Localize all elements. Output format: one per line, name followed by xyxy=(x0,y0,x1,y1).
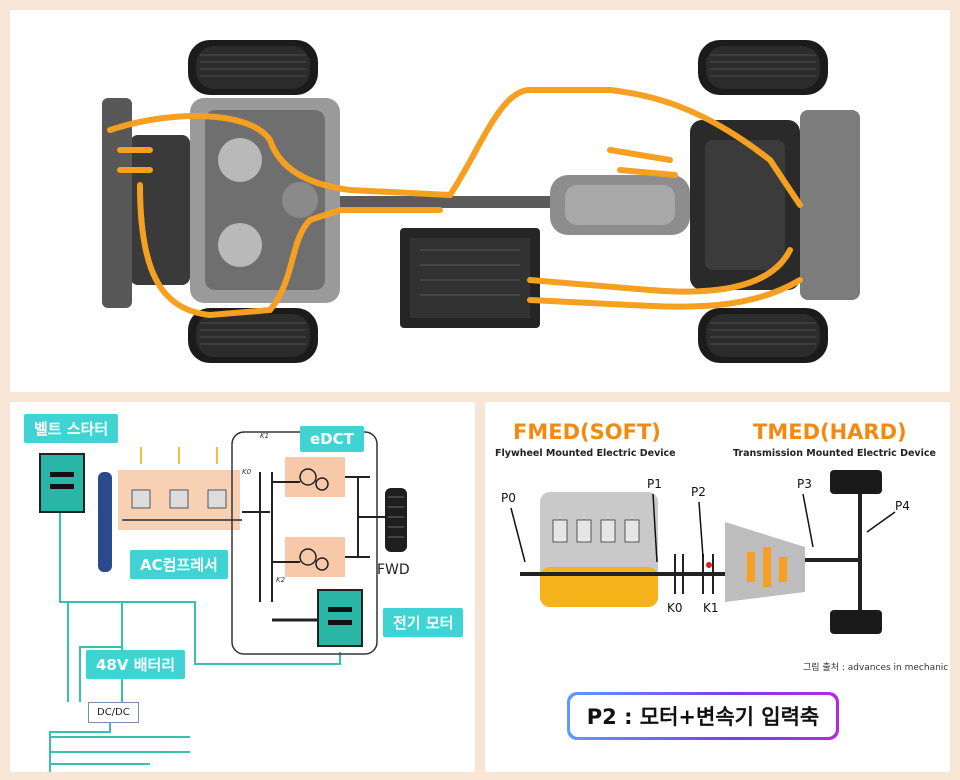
powertrain-position-diagram: P0 P1 P2 P3 P4 K0 K1 xyxy=(501,470,910,634)
p2-marker xyxy=(706,562,712,568)
engine-illustration xyxy=(540,492,658,607)
belt-starter-label: 벨트 스타터 xyxy=(24,414,119,443)
battery-pack xyxy=(400,228,540,328)
fmed-title: FMED(SOFT) xyxy=(513,420,661,444)
belt-starter-unit xyxy=(39,453,85,513)
electric-motor-label: 전기 모터 xyxy=(383,608,464,637)
k1-label: K1 xyxy=(260,432,269,440)
p2-banner-text: P2 : 모터+변속기 입력축 xyxy=(570,695,836,737)
position-arrows xyxy=(510,493,896,563)
p2-label: P2 xyxy=(691,485,706,499)
schematic-drawing: K1 K0 K2 FWD xyxy=(39,431,410,772)
driveshaft xyxy=(340,196,560,208)
k0-clutch-label: K0 xyxy=(667,601,683,615)
mild-hybrid-schematic-panel: K1 K0 K2 FWD 벨트 스타터 eDCT AC컴프레서 전기 모터 48… xyxy=(10,402,475,772)
edct-internals xyxy=(242,457,390,622)
transmission xyxy=(550,175,690,235)
hybrid-chassis-illustration xyxy=(102,40,860,363)
tire-front-right xyxy=(698,308,828,363)
electric-motor-unit xyxy=(317,589,363,647)
fmed-subtitle: Flywheel Mounted Electric Device xyxy=(495,448,676,459)
p4-label: P4 xyxy=(895,499,910,513)
fwd-wheel xyxy=(385,488,407,552)
clutch-plates xyxy=(674,554,714,594)
ac-compressor-label: AC컴프레서 xyxy=(130,550,228,579)
p2-banner: P2 : 모터+변속기 입력축 xyxy=(567,692,839,740)
k1-clutch-label: K1 xyxy=(703,601,719,615)
k2-label: K2 xyxy=(276,576,286,584)
engine-pistons xyxy=(131,489,227,509)
wheel-bottom xyxy=(830,610,882,634)
spark-plugs xyxy=(140,447,218,464)
edct-label: eDCT xyxy=(300,426,364,452)
chassis-photo-panel xyxy=(10,10,950,392)
tire-rear-right xyxy=(188,308,318,363)
tmed-subtitle: Transmission Mounted Electric Device xyxy=(733,448,936,459)
wheel-top xyxy=(830,470,882,494)
accessory-belt xyxy=(98,472,112,572)
p1-label: P1 xyxy=(647,477,662,491)
dc-dc-label: DC/DC xyxy=(88,702,139,723)
tmed-title: TMED(HARD) xyxy=(753,420,907,444)
tire-front-left xyxy=(698,40,828,95)
transmission-gears xyxy=(747,547,787,587)
k0-label: K0 xyxy=(242,468,252,476)
fmed-tmed-panel: FMED(SOFT) Flywheel Mounted Electric Dev… xyxy=(485,402,950,772)
orange-hv-cables xyxy=(107,87,803,319)
battery-48v-label: 48V 배터리 xyxy=(86,650,186,679)
tire-rear-left xyxy=(188,40,318,95)
p3-label: P3 xyxy=(797,477,812,491)
p0-label: P0 xyxy=(501,491,516,505)
image-credit: 그림 출처 : advances in mechanic xyxy=(803,663,949,673)
fwd-label: FWD xyxy=(377,562,410,578)
